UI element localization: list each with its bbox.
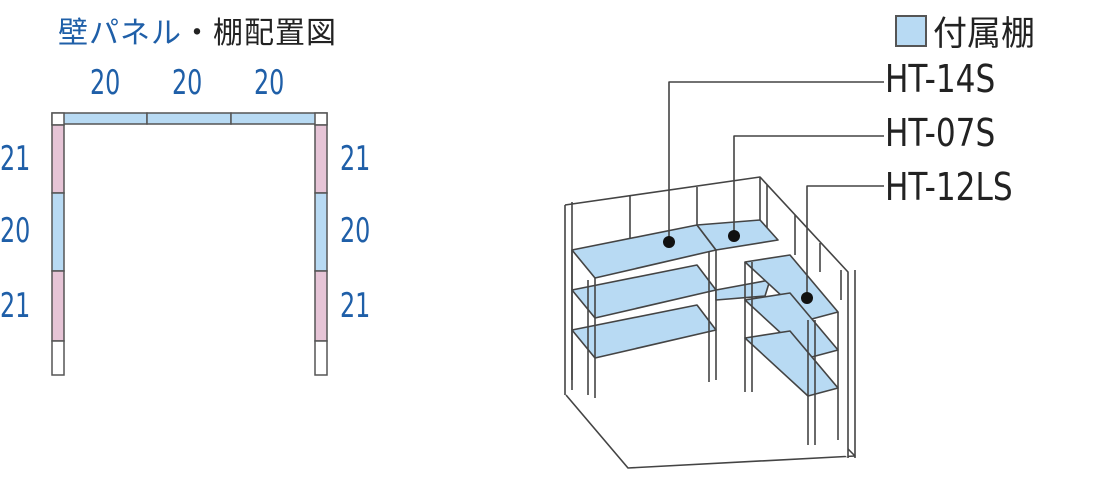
right-dim-3: 21 [340, 286, 371, 326]
left-post-base [51, 340, 65, 376]
right-dim-2: 20 [340, 211, 371, 251]
right-dim-1: 21 [340, 139, 371, 179]
leader-ht-14s [668, 81, 884, 240]
marker-dot-ht-07s [728, 230, 740, 242]
title-main: 壁パネル [58, 16, 182, 51]
right-post-base [314, 340, 328, 376]
model-label-2: HT-07S [885, 111, 996, 155]
title-dot: ・ [182, 16, 213, 51]
leader-ht-07s [733, 135, 884, 234]
leader-ht-12ls [806, 185, 884, 296]
top-dim-3: 20 [254, 63, 285, 103]
legend: 付属棚 [895, 6, 1035, 55]
page-title: 壁パネル・棚配置図 [58, 8, 337, 52]
title-tail: 棚配置図 [213, 16, 337, 51]
left-dim-3: 21 [0, 286, 31, 326]
model-label-3: HT-12LS [885, 165, 1013, 209]
top-dim-1: 20 [90, 63, 121, 103]
model-label-1: HT-14S [885, 57, 996, 101]
marker-dot-ht-12ls [801, 292, 813, 304]
marker-dot-ht-14s [663, 236, 675, 248]
left-dim-1: 21 [0, 139, 31, 179]
legend-label: 付属棚 [933, 14, 1035, 54]
legend-swatch [895, 14, 927, 47]
left-dim-2: 20 [0, 211, 31, 251]
top-dim-2: 20 [172, 63, 203, 103]
